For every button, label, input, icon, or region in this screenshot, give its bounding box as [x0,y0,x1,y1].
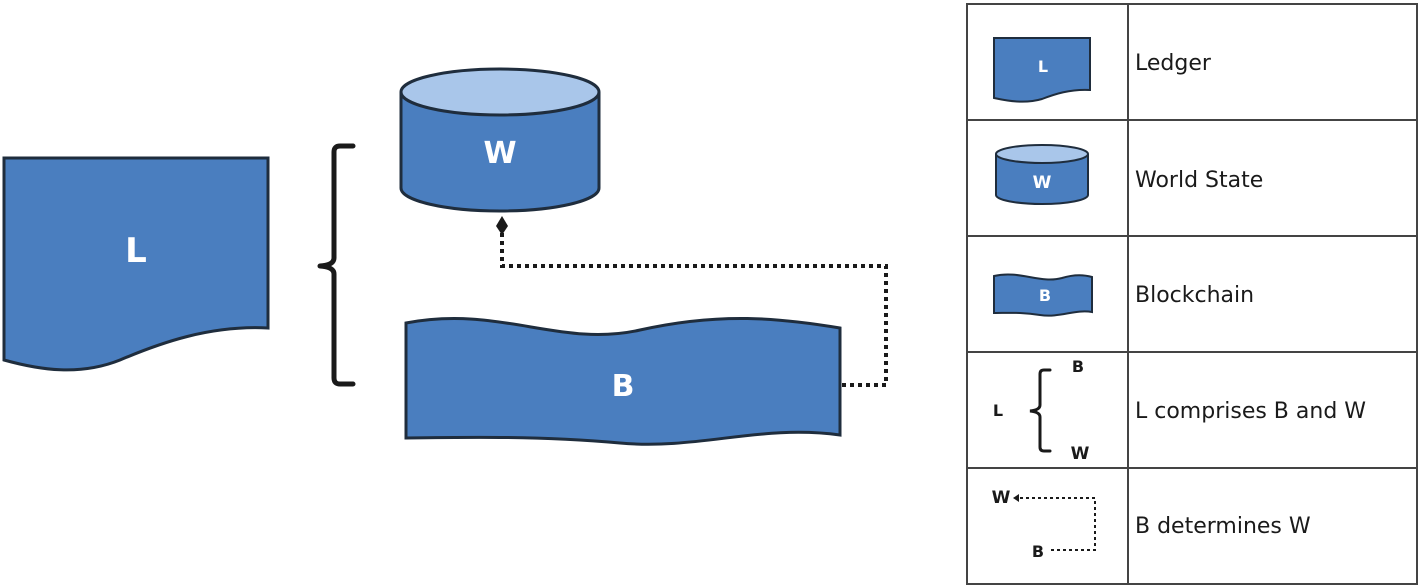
ledger-label: L [125,231,147,271]
determines-icon-label-w: W [992,488,1011,508]
legend-text-ledger: Ledger [1135,51,1212,76]
comprises-icon-label-w: W [1071,444,1090,464]
comprises-icon: L B W [993,357,1090,464]
determines-connector [496,216,888,387]
comprises-icon-label-b: B [1072,357,1084,376]
world-state-icon: W [995,144,1089,205]
blockchain-label: B [612,369,635,404]
legend-text-world-state: World State [1135,168,1263,193]
legend-row-comprises: L B W L comprises B and W [993,357,1366,464]
determines-icon: W B [992,488,1096,561]
legend-row-determines: W B B determines W [992,488,1311,561]
legend-row-world-state: W World State [995,144,1263,205]
world-state-shape: W [399,67,601,213]
world-state-label: W [483,136,516,171]
ledger-icon: L [993,37,1091,103]
legend-row-blockchain: B Blockchain [993,273,1254,317]
legend-text-determines: B determines W [1135,514,1311,539]
legend-row-ledger: L Ledger [993,37,1212,103]
blockchain-icon-label: B [1039,286,1051,305]
blockchain-shape: B [404,316,842,446]
world-state-icon-label: W [1033,173,1052,193]
legend-table: L Ledger W World State B Blockchain L [966,3,1418,585]
comprises-icon-label-l: L [993,401,1003,420]
legend-text-blockchain: Blockchain [1135,283,1254,308]
ledger-shape: L [2,156,270,372]
ledger-icon-label: L [1038,57,1048,76]
legend-text-comprises: L comprises B and W [1135,399,1366,424]
blockchain-icon: B [993,273,1093,317]
comprises-bracket [317,143,356,387]
determines-icon-label-b: B [1032,542,1044,561]
